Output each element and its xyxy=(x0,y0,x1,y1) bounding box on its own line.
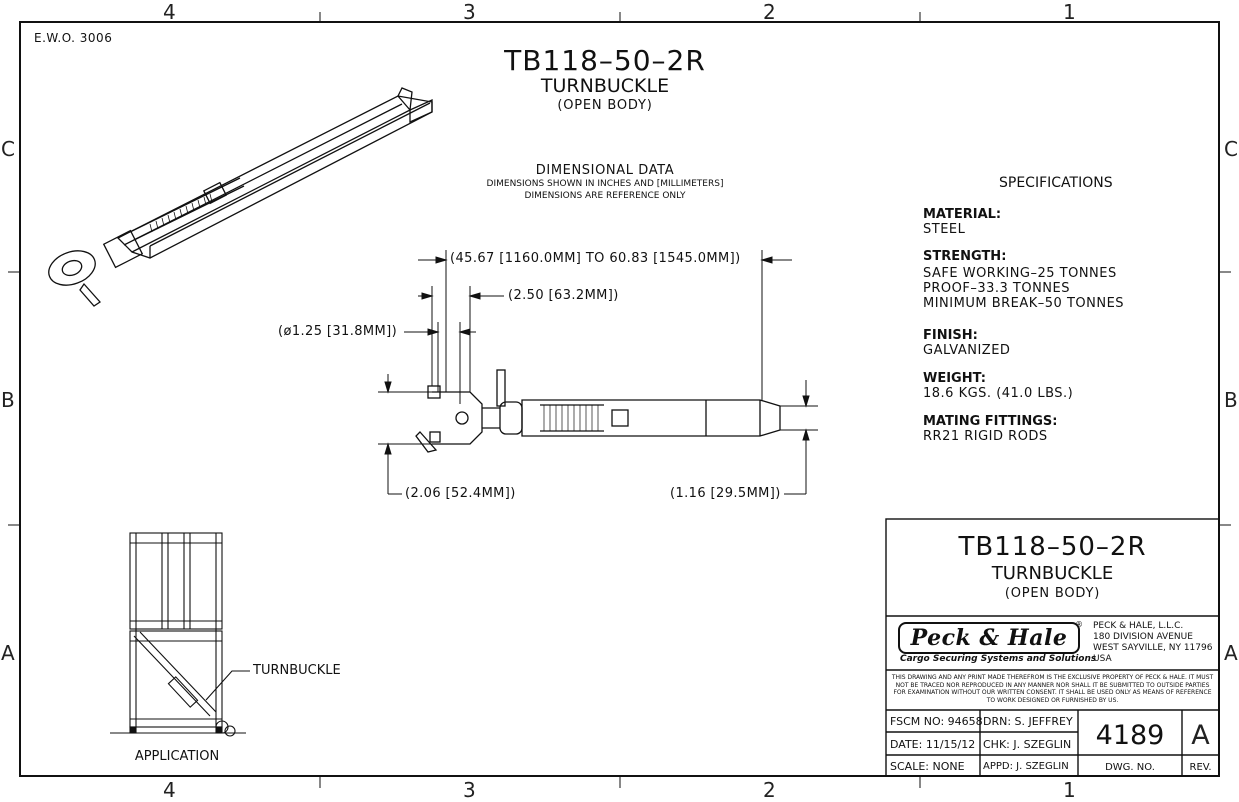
application-label: APPLICATION xyxy=(134,749,220,764)
zone-label-bottom-4: 4 xyxy=(163,778,176,802)
revision-label: REV. xyxy=(1189,762,1212,773)
dimension-lines xyxy=(378,250,818,495)
proprietary-notice: THIS DRAWING AND ANY PRINT MADE THEREFRO… xyxy=(891,674,1214,704)
drawing-number: 4189 xyxy=(1095,720,1165,751)
zone-label-bottom-1: 1 xyxy=(1063,778,1076,802)
spec-finish: FINISH: GALVANIZED xyxy=(923,328,1010,358)
zone-label-top-2: 2 xyxy=(763,0,776,24)
company-logo: Peck & Hale xyxy=(898,622,1080,654)
spec-strength-heading: STRENGTH: xyxy=(923,249,1007,264)
spec-mating-fittings: MATING FITTINGS: RR21 RIGID RODS xyxy=(923,414,1057,444)
turnbuckle-side-view xyxy=(415,369,781,453)
company-country: USA xyxy=(1093,654,1112,664)
spec-strength-minimum-break: MINIMUM BREAK–50 TONNES xyxy=(923,296,1125,311)
tb-part-number: TB118–50–2R xyxy=(958,532,1147,562)
zone-label-top-4: 4 xyxy=(163,0,176,24)
drawing-number-label: DWG. NO. xyxy=(1105,762,1155,773)
tb-fscm: FSCM NO: 94658 xyxy=(890,714,983,728)
tb-checked-by: CHK: J. SZEGLIN xyxy=(983,737,1072,751)
dim-overall-length: (45.67 [1160.0MM] TO 60.83 [1545.0MM]) xyxy=(450,251,741,266)
spec-weight-value: 18.6 KGS. (41.0 LBS.) xyxy=(923,386,1074,401)
spec-finish-value: GALVANIZED xyxy=(923,343,1011,358)
spec-mating-value: RR21 RIGID RODS xyxy=(923,429,1048,444)
zone-label-right-c: C xyxy=(1224,137,1238,161)
zone-label-right-b: B xyxy=(1224,388,1238,412)
ewo-number: E.W.O. 3006 xyxy=(34,31,113,45)
zone-label-left-a: A xyxy=(1,641,15,665)
title-block-lines xyxy=(885,518,1220,777)
header-part-number: TB118–50–2R xyxy=(504,44,706,77)
application-callout: TURNBUCKLE xyxy=(253,663,341,678)
header-name: TURNBUCKLE xyxy=(540,75,670,97)
specifications-title: SPECIFICATIONS xyxy=(999,175,1113,191)
dim-jaw-width: (2.06 [52.4MM]) xyxy=(405,486,516,501)
tb-date: DATE: 11/15/12 xyxy=(890,737,976,751)
tb-drawn-by: DRN: S. JEFFREY xyxy=(983,714,1073,728)
spec-material-value: STEEL xyxy=(923,222,966,237)
zone-label-left-b: B xyxy=(1,388,15,412)
zone-label-top-1: 1 xyxy=(1063,0,1076,24)
revision: A xyxy=(1191,720,1210,751)
logo-tagline: Cargo Securing Systems and Solutions xyxy=(900,654,1097,664)
dim-jaw-length: (2.50 [63.2MM]) xyxy=(508,288,619,303)
turnbuckle-isometric xyxy=(48,87,433,307)
company-name: PECK & HALE, L.L.C. xyxy=(1093,621,1184,631)
zone-label-top-3: 3 xyxy=(463,0,476,24)
tb-name: TURNBUCKLE xyxy=(991,563,1114,584)
tb-approved-by: APPD: J. SZEGLIN xyxy=(983,760,1069,772)
company-street: 180 DIVISION AVENUE xyxy=(1093,632,1193,642)
spec-material: MATERIAL: STEEL xyxy=(923,207,1001,237)
spec-strength-proof: PROOF–33.3 TONNES xyxy=(923,281,1070,296)
dim-pin-diameter: (ø1.25 [31.8MM]) xyxy=(278,324,398,339)
tb-scale: SCALE: NONE xyxy=(890,759,965,773)
dimensional-line-1: DIMENSIONS SHOWN IN INCHES AND [MILLIMET… xyxy=(486,179,724,189)
dim-end-diameter: (1.16 [29.5MM]) xyxy=(670,486,781,501)
spec-mating-heading: MATING FITTINGS: xyxy=(923,414,1058,429)
dimensional-line-2: DIMENSIONS ARE REFERENCE ONLY xyxy=(524,191,686,201)
logo-wordmark: Peck & Hale xyxy=(910,625,1068,651)
application-drawing xyxy=(110,532,250,737)
zone-label-bottom-3: 3 xyxy=(463,778,476,802)
zone-label-left-c: C xyxy=(1,137,15,161)
spec-weight-heading: WEIGHT: xyxy=(923,371,986,386)
spec-strength: STRENGTH: SAFE WORKING–25 TONNES PROOF–3… xyxy=(923,249,1124,311)
tb-variant: (OPEN BODY) xyxy=(1004,586,1101,601)
spec-strength-safe-working: SAFE WORKING–25 TONNES xyxy=(923,266,1117,281)
zone-label-bottom-2: 2 xyxy=(763,778,776,802)
company-address: PECK & HALE, L.L.C. 180 DIVISION AVENUE … xyxy=(1093,621,1212,665)
spec-material-heading: MATERIAL: xyxy=(923,207,1002,222)
spec-finish-heading: FINISH: xyxy=(923,328,978,343)
header-variant: (OPEN BODY) xyxy=(557,98,653,113)
spec-weight: WEIGHT: 18.6 KGS. (41.0 LBS.) xyxy=(923,371,1073,401)
dimensional-title: DIMENSIONAL DATA xyxy=(535,163,675,178)
registered-mark: ® xyxy=(1075,620,1083,629)
zone-label-right-a: A xyxy=(1224,641,1238,665)
company-city: WEST SAYVILLE, NY 11796 xyxy=(1093,643,1213,653)
